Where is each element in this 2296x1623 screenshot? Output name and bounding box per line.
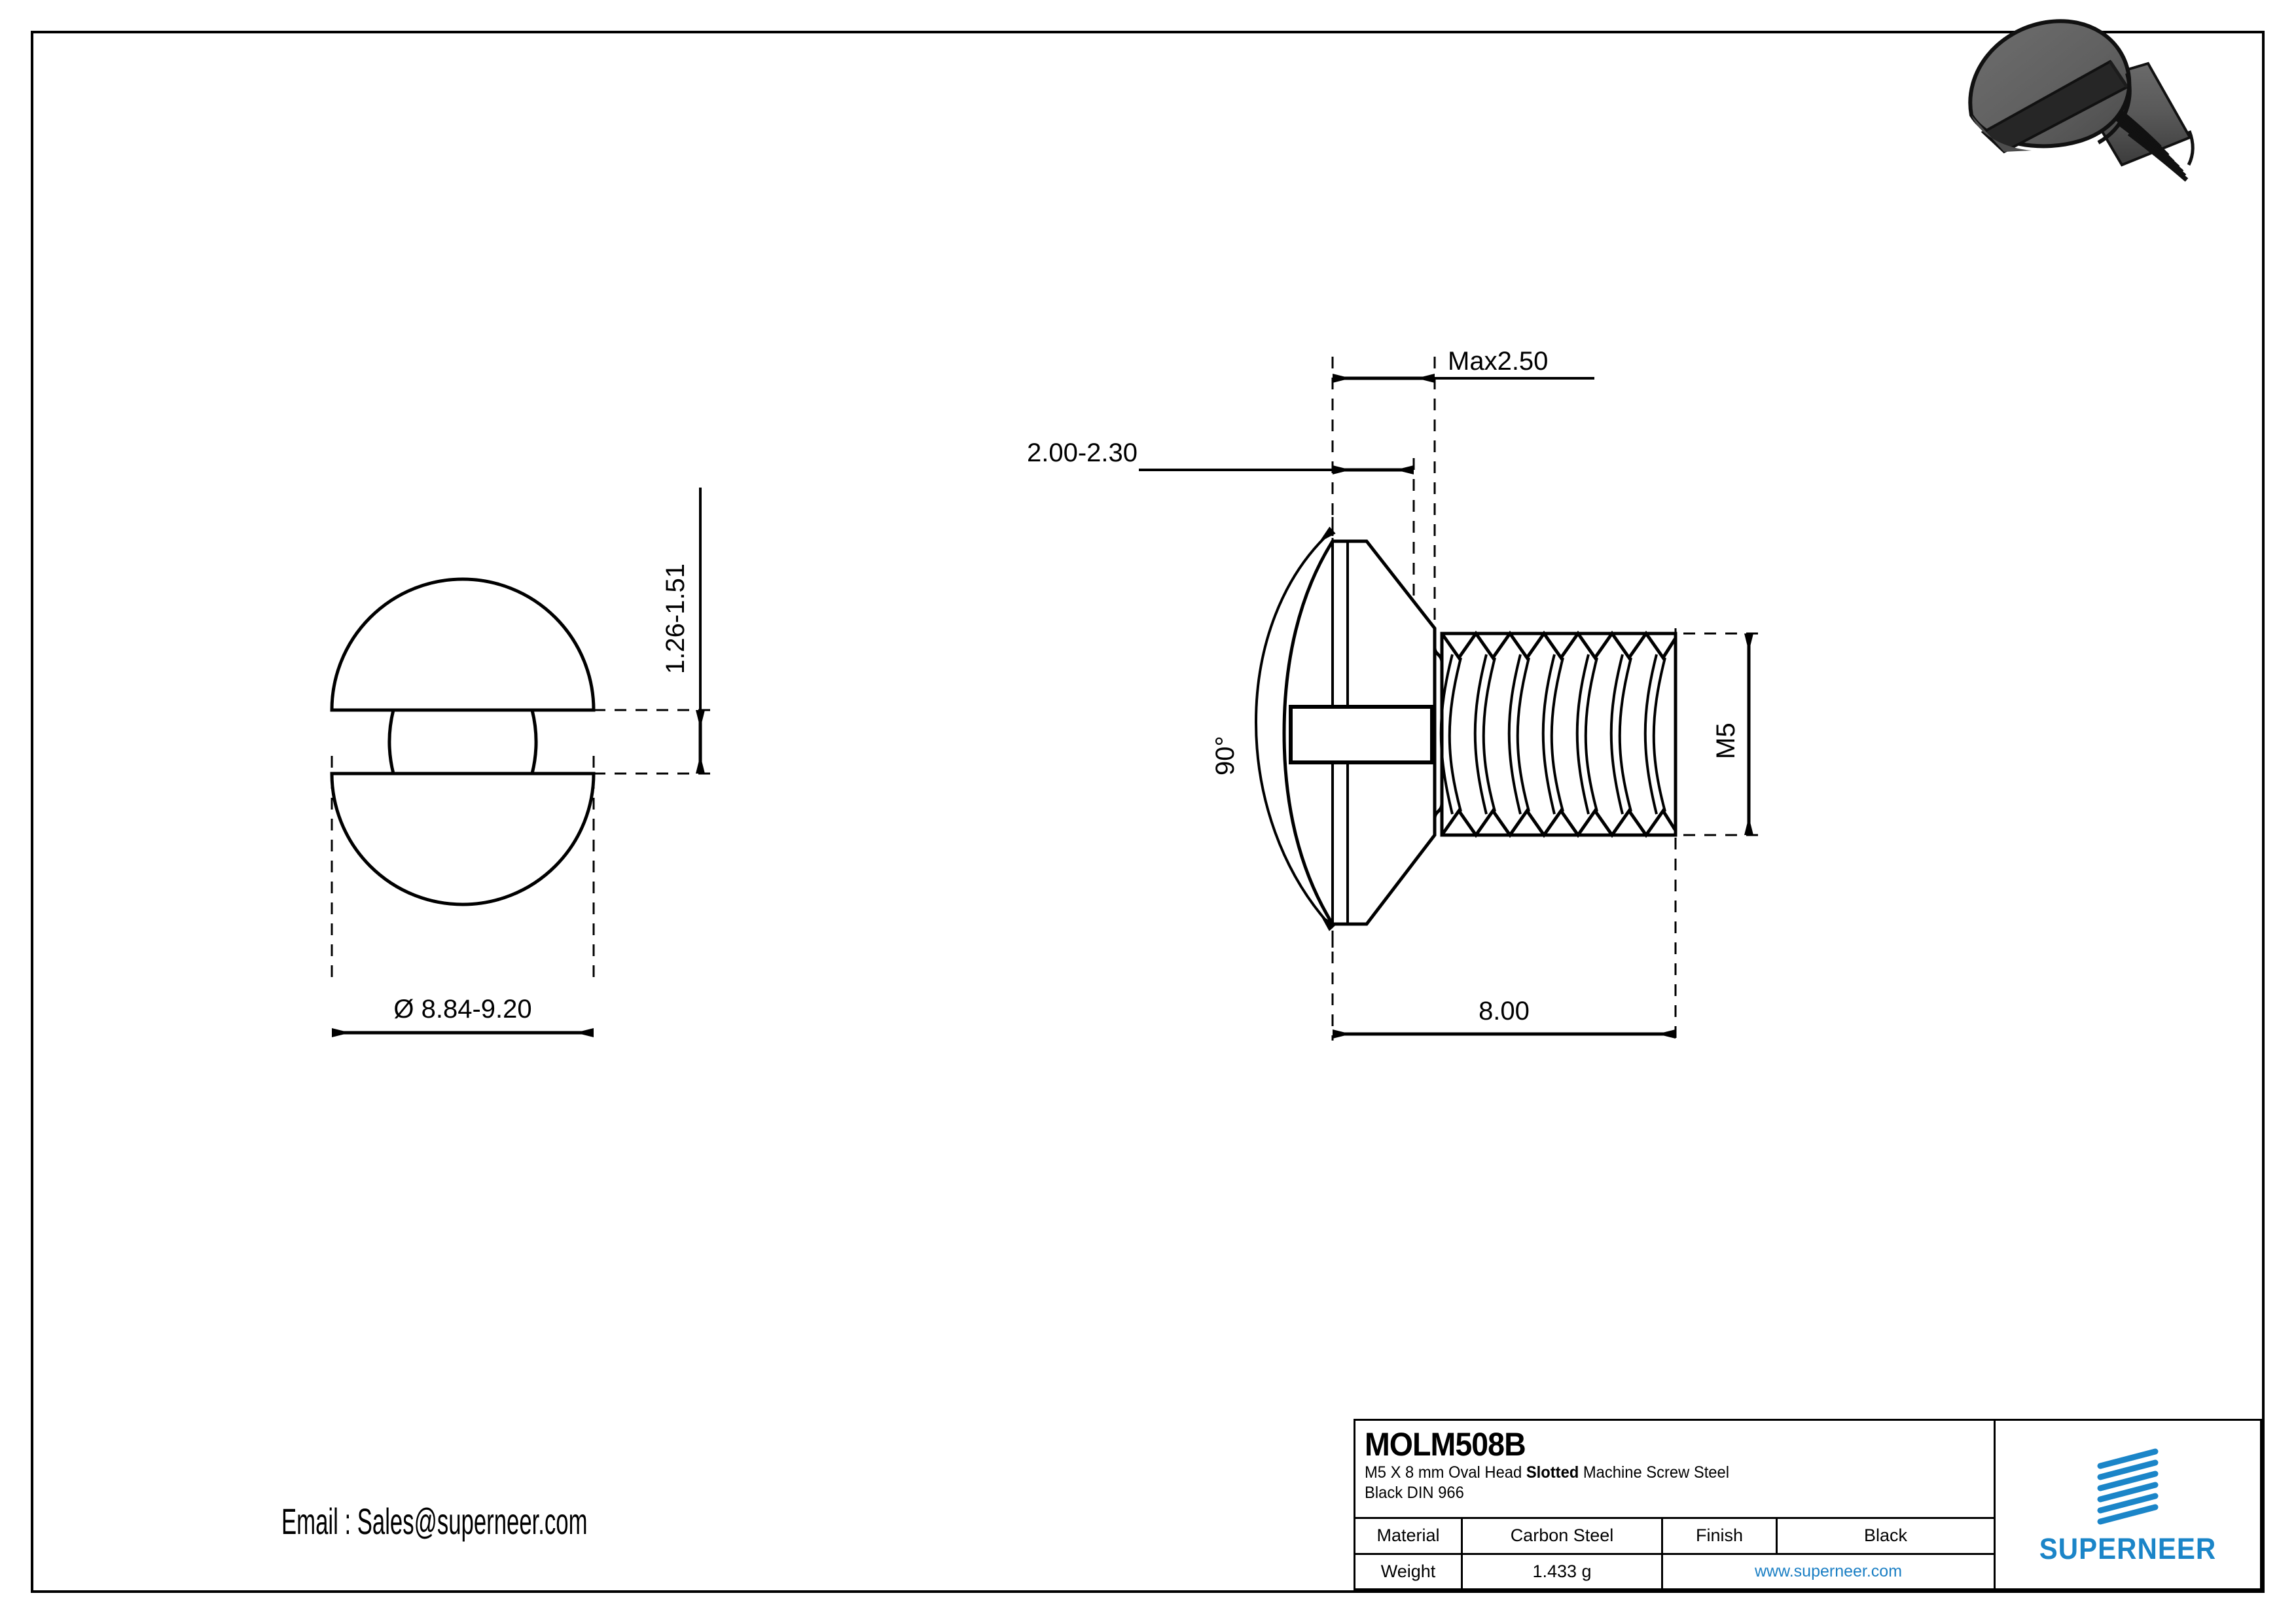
- material-value: Carbon Steel: [1463, 1519, 1663, 1553]
- side-view-thread-helix: [1439, 638, 1677, 830]
- website-link[interactable]: www.superneer.com: [1754, 1561, 1903, 1580]
- spec-row-material: Material Carbon Steel Finish Black: [1355, 1519, 1994, 1555]
- thread-size-dim-text: M5: [1712, 722, 1740, 759]
- weight-value: 1.433 g: [1463, 1554, 1663, 1588]
- description-line-1: M5 X 8 mm Oval Head Slotted Machine Scre…: [1365, 1463, 1954, 1483]
- head-height-dimension: Max2.50: [1333, 347, 1594, 383]
- description-b: Machine Screw Steel: [1579, 1463, 1729, 1482]
- slot-depth-dim-text: 2.00-2.30: [1027, 438, 1138, 467]
- side-view-thread-profile: [1440, 630, 1677, 838]
- finish-value: Black: [1863, 1525, 1908, 1546]
- countersink-angle-dimension: 90°: [1211, 526, 1336, 931]
- part-number: MOLM508B: [1365, 1426, 1526, 1463]
- side-view-head-slot: [1289, 705, 1434, 764]
- side-view-thread: [1440, 632, 1677, 837]
- brand-panel: SUPERNEER: [1996, 1421, 2260, 1588]
- thread-size-dimension: M5: [1712, 633, 1753, 835]
- weight-label: Weight: [1355, 1554, 1463, 1588]
- length-dimension: 8.00: [1333, 997, 1676, 1039]
- slot-width-dimension: 1.26-1.51: [661, 488, 705, 774]
- description-bold: Slotted: [1526, 1463, 1579, 1482]
- front-view-extension-lines: [331, 709, 710, 982]
- head-height-dim-text: Max2.50: [1448, 347, 1548, 376]
- title-block-left: MOLM508B M5 X 8 mm Oval Head Slotted Mac…: [1355, 1421, 1996, 1588]
- side-view-slot-inner-lines: [1331, 541, 1349, 924]
- email-label: Email : Sales@superneer.com: [281, 1501, 588, 1542]
- head-diameter-dimension: Ø 8.84-9.20: [332, 995, 594, 1037]
- countersink-angle-text: 90°: [1211, 736, 1240, 776]
- brand-name: SUPERNEER: [2039, 1532, 2217, 1565]
- iso-head: [1968, 19, 2132, 154]
- superneer-logo-icon: [2097, 1448, 2159, 1525]
- description-line-2: Black DIN 966: [1365, 1484, 1464, 1502]
- finish-label: Finish: [1663, 1519, 1778, 1553]
- head-diameter-dim-text: Ø 8.84-9.20: [393, 995, 531, 1024]
- description-a: M5 X 8 mm Oval Head: [1365, 1463, 1526, 1482]
- spec-row-weight: Weight 1.433 g www.superneer.com: [1355, 1554, 1994, 1588]
- slot-depth-dimension: 2.00-2.30: [1027, 438, 1414, 474]
- title-block-spec-rows: Material Carbon Steel Finish Black Weigh…: [1355, 1519, 1994, 1588]
- length-dim-text: 8.00: [1479, 997, 1530, 1026]
- title-block-description: MOLM508B M5 X 8 mm Oval Head Slotted Mac…: [1355, 1421, 1994, 1519]
- front-view-geometry: [330, 577, 596, 906]
- iso-screw-3d: [1968, 19, 2195, 182]
- drawing-border-frame: [31, 31, 2265, 1593]
- slot-width-dim-text: 1.26-1.51: [661, 563, 690, 674]
- material-label: Material: [1355, 1519, 1463, 1553]
- title-block: MOLM508B M5 X 8 mm Oval Head Slotted Mac…: [1354, 1419, 2262, 1590]
